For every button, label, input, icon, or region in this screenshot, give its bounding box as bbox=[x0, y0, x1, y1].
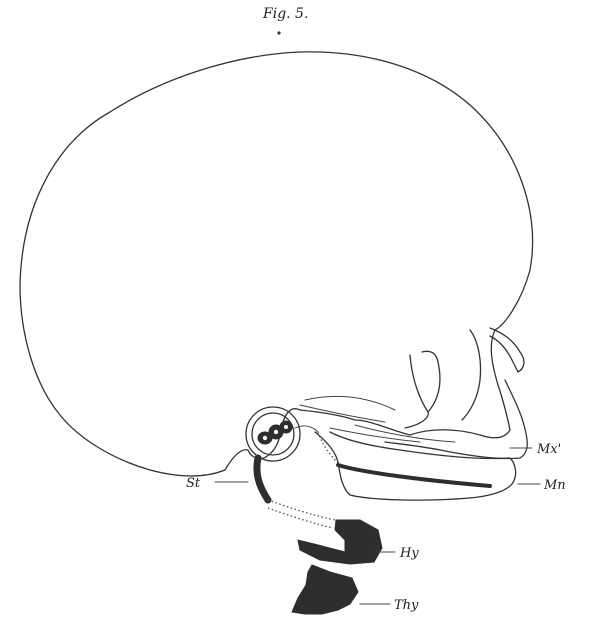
ossicle-connector bbox=[295, 426, 318, 432]
label-mn: Mn bbox=[543, 478, 566, 493]
label-hy: Hy bbox=[399, 546, 419, 561]
ossicles bbox=[258, 421, 292, 444]
thyroid-cartilage bbox=[292, 565, 358, 614]
maxilla-outline bbox=[385, 328, 527, 459]
styloid-dotted-upper bbox=[268, 500, 335, 520]
zygomatic-arch bbox=[300, 396, 455, 442]
hyoid-bone bbox=[298, 520, 382, 564]
styloid-dotted-lower bbox=[268, 508, 333, 528]
figure-title: Fig. 5. bbox=[262, 6, 308, 22]
label-mx: Mx' bbox=[536, 442, 561, 457]
label-thy: Thy bbox=[394, 598, 419, 613]
styloid-cartilage bbox=[257, 458, 268, 500]
cranium-outline bbox=[20, 52, 533, 476]
label-st: St bbox=[186, 476, 201, 491]
mandible-cartilage bbox=[338, 465, 490, 486]
title-dot bbox=[277, 31, 280, 34]
